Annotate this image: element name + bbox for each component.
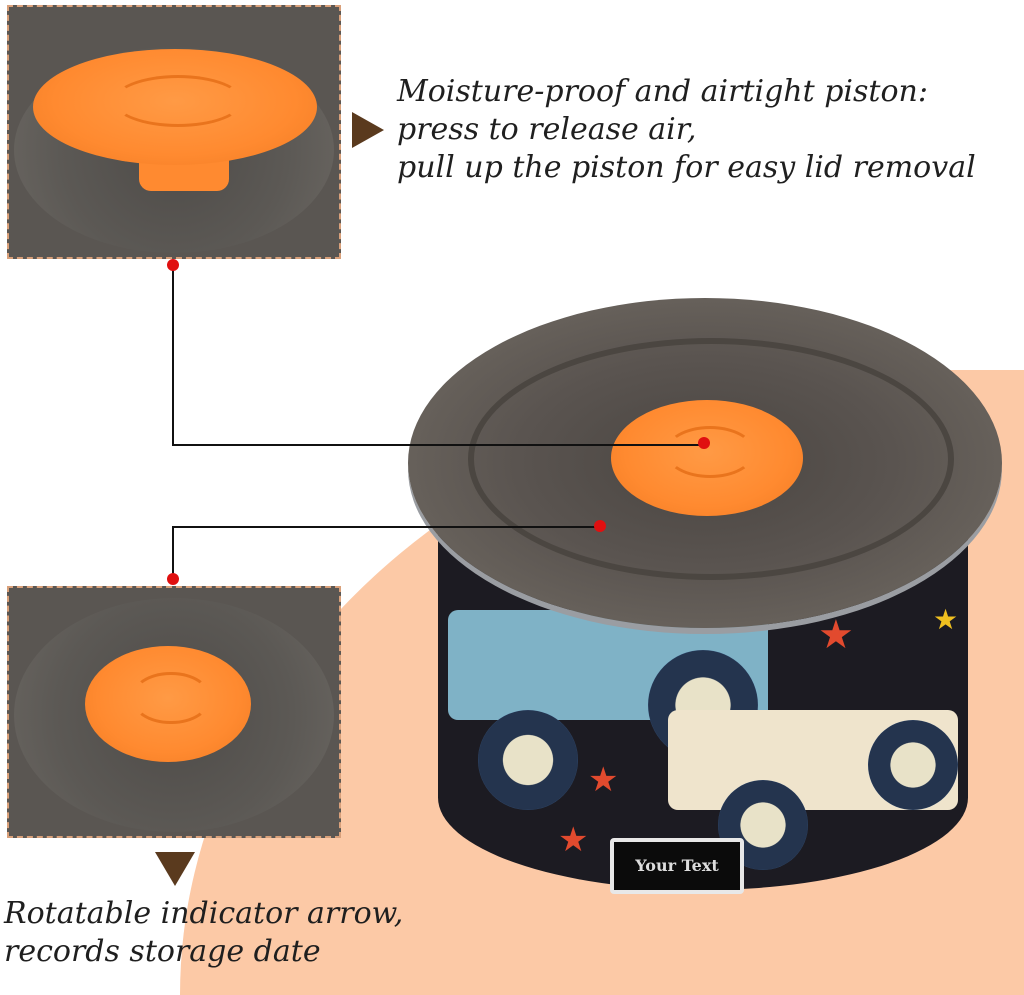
star-graphic: ★ — [933, 603, 959, 636]
connector-line — [172, 265, 174, 446]
marker-dot — [167, 259, 179, 271]
piston-knob-closeup — [85, 646, 251, 762]
piston-knob — [611, 400, 803, 516]
connector-line — [172, 526, 174, 578]
triangle-down-icon — [155, 852, 195, 886]
connector-line — [172, 444, 704, 446]
caption-line: Rotatable indicator arrow, — [4, 896, 404, 931]
triangle-right-icon — [352, 112, 384, 148]
star-graphic: ★ — [588, 760, 619, 800]
caption-line: records storage date — [4, 934, 321, 969]
star-graphic: ★ — [818, 612, 854, 658]
connector-line — [172, 526, 600, 528]
marker-dot — [167, 573, 179, 585]
star-graphic: ★ — [558, 820, 589, 860]
indicator-caption: Rotatable indicator arrow, records stora… — [4, 895, 404, 971]
caption-line: press to release air, — [397, 112, 697, 147]
piston-closeup-photo — [7, 5, 341, 259]
custom-text-label: Your Text — [610, 838, 744, 894]
piston-caption: Moisture-proof and airtight piston: pres… — [397, 73, 1017, 187]
wheel-graphic — [868, 720, 958, 810]
indicator-closeup-photo — [7, 586, 341, 838]
caption-line: pull up the piston for easy lid removal — [397, 150, 976, 185]
marker-dot — [698, 437, 710, 449]
piston-knob-closeup — [33, 49, 317, 165]
caption-line: Moisture-proof and airtight piston: — [397, 74, 928, 109]
lid-inner-ring — [468, 338, 954, 580]
marker-dot — [594, 520, 606, 532]
wheel-graphic — [478, 710, 578, 810]
